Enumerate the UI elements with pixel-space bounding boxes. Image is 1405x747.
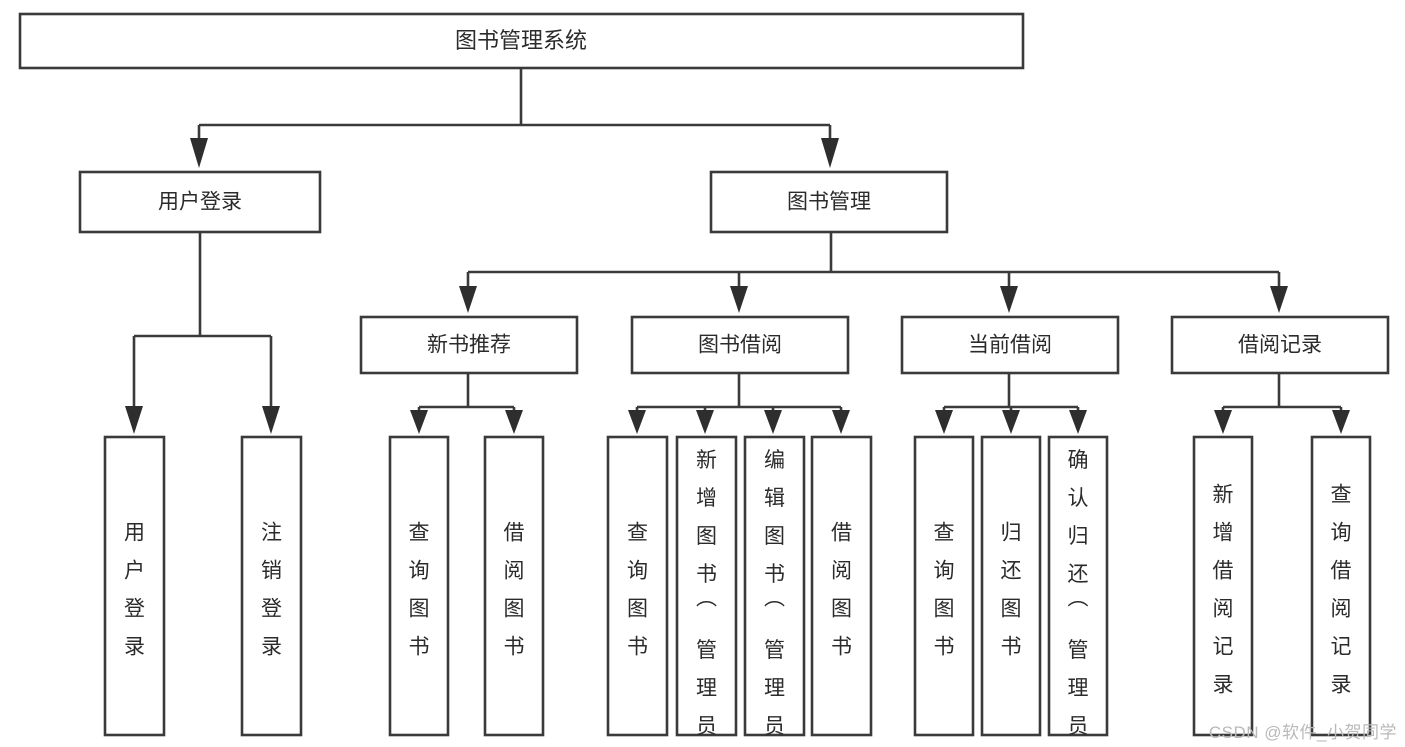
node-leaf-logout-login[interactable]	[240, 435, 303, 737]
node-root-label: 图书管理系统	[455, 28, 587, 53]
arrow-head-leaf-query-book-borrow	[628, 410, 646, 434]
watermark-text: CSDN @软件_小贺同学	[1208, 723, 1397, 742]
node-leaf-query-book-recommend[interactable]	[388, 435, 450, 737]
node-leaf-confirm-return-admin[interactable]	[1047, 435, 1109, 737]
node-book-manage-box[interactable]	[709, 170, 949, 234]
node-current-borrow-label: 当前借阅	[968, 334, 1052, 357]
node-leaf-add-borrow-record-box[interactable]	[1192, 435, 1254, 737]
arrow-head-borrow-record	[1270, 286, 1288, 313]
node-leaf-borrow-book-box[interactable]	[810, 435, 873, 737]
arrow-head-book-borrow	[730, 286, 748, 313]
node-leaf-query-book-current[interactable]	[913, 435, 975, 737]
node-leaf-query-book-current-box[interactable]	[913, 435, 975, 737]
node-leaf-logout-login-label: 注销登录	[261, 522, 282, 659]
node-borrow-record-label: 借阅记录	[1238, 334, 1322, 357]
node-new-book-recommend-box[interactable]	[359, 315, 579, 375]
arrow-head-user-login	[190, 138, 208, 168]
arrow-head-leaf-add-borrow-record	[1214, 410, 1232, 434]
node-leaf-query-book-recommend-label: 查询图书	[409, 522, 430, 659]
connector-group-borrow-record	[1214, 373, 1350, 434]
node-leaf-confirm-return-admin-box[interactable]	[1047, 435, 1109, 737]
node-leaf-add-borrow-record-label: 新增借阅记录	[1213, 484, 1234, 697]
node-user-login-box[interactable]	[78, 170, 322, 234]
node-user-login[interactable]: 用户登录	[78, 170, 322, 234]
connector-group-current-borrow	[935, 373, 1087, 434]
node-leaf-add-book-admin-box[interactable]	[675, 435, 738, 737]
node-borrow-record-box[interactable]	[1170, 315, 1390, 375]
node-leaf-query-book-borrow-label: 查询图书	[627, 522, 648, 659]
node-leaf-logout-login-box[interactable]	[240, 435, 303, 737]
node-leaf-return-book[interactable]	[980, 435, 1042, 737]
node-leaf-edit-book-admin-box[interactable]	[743, 435, 806, 737]
node-book-borrow[interactable]: 图书借阅	[630, 315, 850, 375]
arrow-head-leaf-query-book-current	[935, 410, 953, 434]
node-current-borrow[interactable]: 当前借阅	[900, 315, 1120, 375]
node-root[interactable]: 图书管理系统	[18, 12, 1025, 70]
node-leaf-borrow-book-recommend-label: 借阅图书	[504, 522, 525, 659]
node-leaf-confirm-return-admin-label: 确认归还⌒管理员⌣	[1068, 449, 1089, 747]
node-book-manage-label: 图书管理	[787, 191, 871, 214]
node-leaf-return-book-box[interactable]	[980, 435, 1042, 737]
node-root-box[interactable]	[18, 12, 1025, 70]
connector-group-user-login	[125, 232, 280, 434]
node-leaf-query-book-recommend-box[interactable]	[388, 435, 450, 737]
arrow-head-leaf-add-book-admin	[696, 410, 714, 434]
node-leaf-borrow-book-recommend-box[interactable]	[483, 435, 545, 737]
arrow-head-leaf-query-book-recommend	[410, 410, 428, 434]
node-leaf-user-login[interactable]	[103, 435, 166, 737]
node-borrow-record[interactable]: 借阅记录	[1170, 315, 1390, 375]
arrow-head-leaf-return-book	[1002, 410, 1020, 434]
node-leaf-query-borrow-record-box[interactable]	[1310, 435, 1372, 737]
node-new-book-recommend-label: 新书推荐	[427, 334, 511, 357]
node-user-login-label: 用户登录	[158, 191, 242, 214]
node-leaf-edit-book-admin[interactable]	[743, 435, 806, 737]
node-leaf-query-borrow-record-label: 查询借阅记录	[1331, 484, 1352, 697]
arrow-head-leaf-borrow-book-recommend	[505, 410, 523, 434]
arrow-head-leaf-user-login	[125, 406, 143, 434]
node-leaf-query-book-borrow[interactable]	[606, 435, 669, 737]
arrow-head-leaf-borrow-book	[832, 410, 850, 434]
node-leaf-add-book-admin[interactable]	[675, 435, 738, 737]
node-leaf-borrow-book-recommend[interactable]	[483, 435, 545, 737]
connector-group-book-manage	[459, 232, 1288, 313]
node-new-book-recommend[interactable]: 新书推荐	[359, 315, 579, 375]
arrow-head-leaf-edit-book-admin	[764, 410, 782, 434]
arrow-head-leaf-confirm-return-admin	[1069, 410, 1087, 434]
node-current-borrow-box[interactable]	[900, 315, 1120, 375]
arrow-head-leaf-query-borrow-record	[1332, 410, 1350, 434]
node-leaf-edit-book-admin-label: 编辑图书⌒管理员⌣	[764, 449, 785, 747]
node-book-manage[interactable]: 图书管理	[709, 170, 949, 234]
node-leaf-query-borrow-record[interactable]	[1310, 435, 1372, 737]
connector-group-new-book-recommend	[410, 373, 523, 434]
node-leaf-query-book-borrow-box[interactable]	[606, 435, 669, 737]
vertical-leaf-labels: 用户登录 注销登录 查询图书 借阅图书 查询图书 新增图书⌒管理员⌣ 编辑图书⌒管理员⌣ 借阅…	[124, 449, 1352, 747]
node-leaf-add-book-admin-label: 新增图书⌒管理员⌣	[696, 449, 717, 747]
node-leaf-return-book-label: 归还图书	[1001, 522, 1022, 659]
arrow-head-leaf-logout-login	[262, 406, 280, 434]
node-leaf-borrow-book[interactable]	[810, 435, 873, 737]
connector-group-root	[190, 68, 839, 168]
node-leaf-user-login-box[interactable]	[103, 435, 166, 737]
node-leaf-query-book-current-label: 查询图书	[934, 522, 955, 659]
node-book-borrow-box[interactable]	[630, 315, 850, 375]
node-leaf-add-borrow-record[interactable]	[1192, 435, 1254, 737]
arrow-head-current-borrow	[1000, 286, 1018, 313]
arrow-head-book-manage	[821, 138, 839, 168]
node-book-borrow-label: 图书借阅	[698, 334, 782, 357]
node-leaf-borrow-book-label: 借阅图书	[831, 522, 852, 659]
arrow-head-new-book-recommend	[459, 286, 477, 313]
node-leaf-user-login-label: 用户登录	[124, 522, 145, 659]
connector-group-book-borrow	[628, 373, 850, 434]
